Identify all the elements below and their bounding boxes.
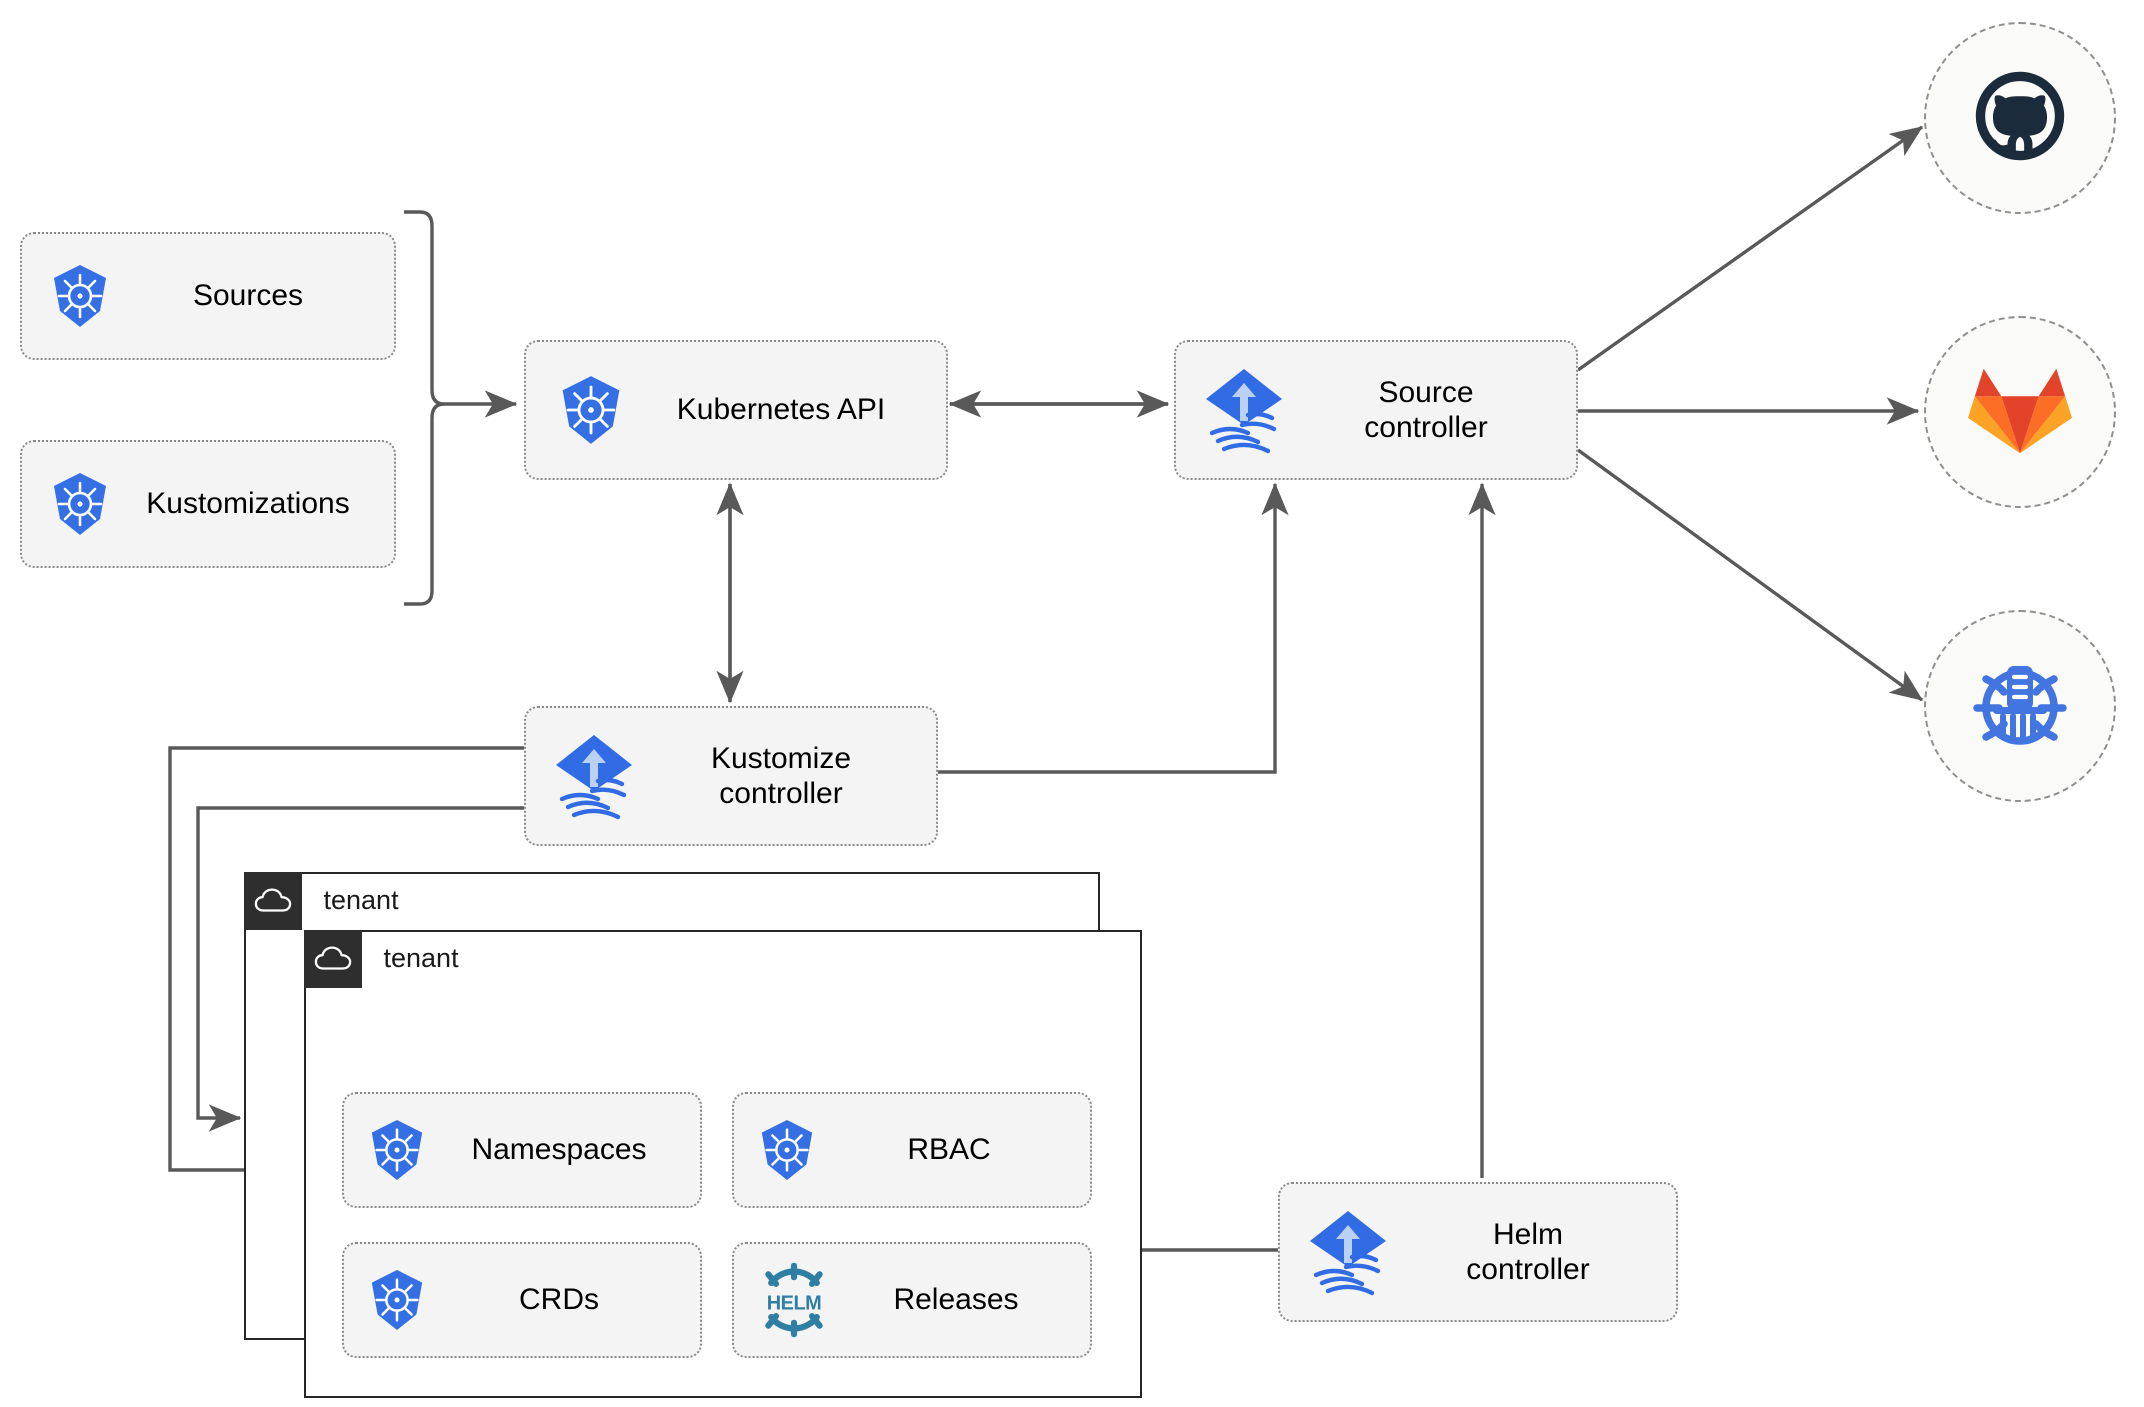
node-helm-controller[interactable]: Helm controller	[1278, 1182, 1678, 1322]
tenant-container-inner[interactable]: tenant Namespaces	[303, 929, 1142, 1398]
edge-source-harbor	[1577, 448, 1924, 702]
node-label: RBAC	[907, 1133, 991, 1167]
flux-icon	[1202, 363, 1286, 457]
node-label: Sources	[192, 279, 304, 313]
node-namespaces[interactable]: Namespaces	[342, 1092, 702, 1208]
kubernetes-icon	[48, 263, 112, 329]
edge-kustomize-source	[938, 482, 1289, 774]
tenant-label: tenant	[383, 943, 459, 973]
node-kubernetes-api[interactable]: Kubernetes API	[524, 340, 948, 480]
node-label: Helm controller	[1466, 1217, 1590, 1286]
tenant-header: tenant	[303, 929, 459, 988]
kubernetes-icon	[756, 1118, 818, 1182]
node-rbac[interactable]: RBAC	[732, 1092, 1092, 1208]
edge-source-github	[1577, 125, 1924, 372]
kubernetes-icon	[556, 374, 626, 446]
cloud-icon	[243, 871, 302, 930]
node-crds[interactable]: CRDs	[342, 1242, 702, 1358]
kubernetes-icon	[366, 1268, 428, 1332]
node-source-controller[interactable]: Source controller	[1174, 340, 1578, 480]
tenant-header: tenant	[243, 871, 399, 930]
endpoint-github[interactable]	[1924, 22, 2116, 214]
github-icon	[1968, 64, 2072, 173]
kubernetes-icon	[48, 471, 112, 537]
group-bracket	[404, 210, 445, 606]
node-kustomizations[interactable]: Kustomizations	[20, 440, 396, 568]
node-releases[interactable]: HELM Releases	[732, 1242, 1092, 1358]
harbor-icon	[1965, 649, 2075, 764]
node-label: Kubernetes API	[676, 393, 886, 427]
svg-text:HELM: HELM	[767, 1293, 822, 1315]
endpoint-harbor[interactable]	[1924, 610, 2116, 802]
endpoint-gitlab[interactable]	[1924, 316, 2116, 508]
node-kustomize-controller[interactable]: Kustomize controller	[524, 706, 938, 846]
helm-icon: HELM	[756, 1262, 832, 1338]
node-label: Source controller	[1364, 375, 1488, 444]
node-sources[interactable]: Sources	[20, 232, 396, 360]
tenant-label: tenant	[323, 885, 399, 915]
flux-icon	[1306, 1205, 1390, 1299]
gitlab-icon	[1966, 358, 2074, 467]
node-label: Releases	[893, 1283, 1019, 1317]
cloud-icon	[303, 929, 362, 988]
node-label: CRDs	[519, 1283, 599, 1317]
node-label: Namespaces	[471, 1133, 647, 1167]
node-label: Kustomize controller	[710, 741, 852, 810]
kubernetes-icon	[366, 1118, 428, 1182]
node-label: Kustomizations	[146, 487, 350, 521]
flux-icon	[552, 729, 636, 823]
